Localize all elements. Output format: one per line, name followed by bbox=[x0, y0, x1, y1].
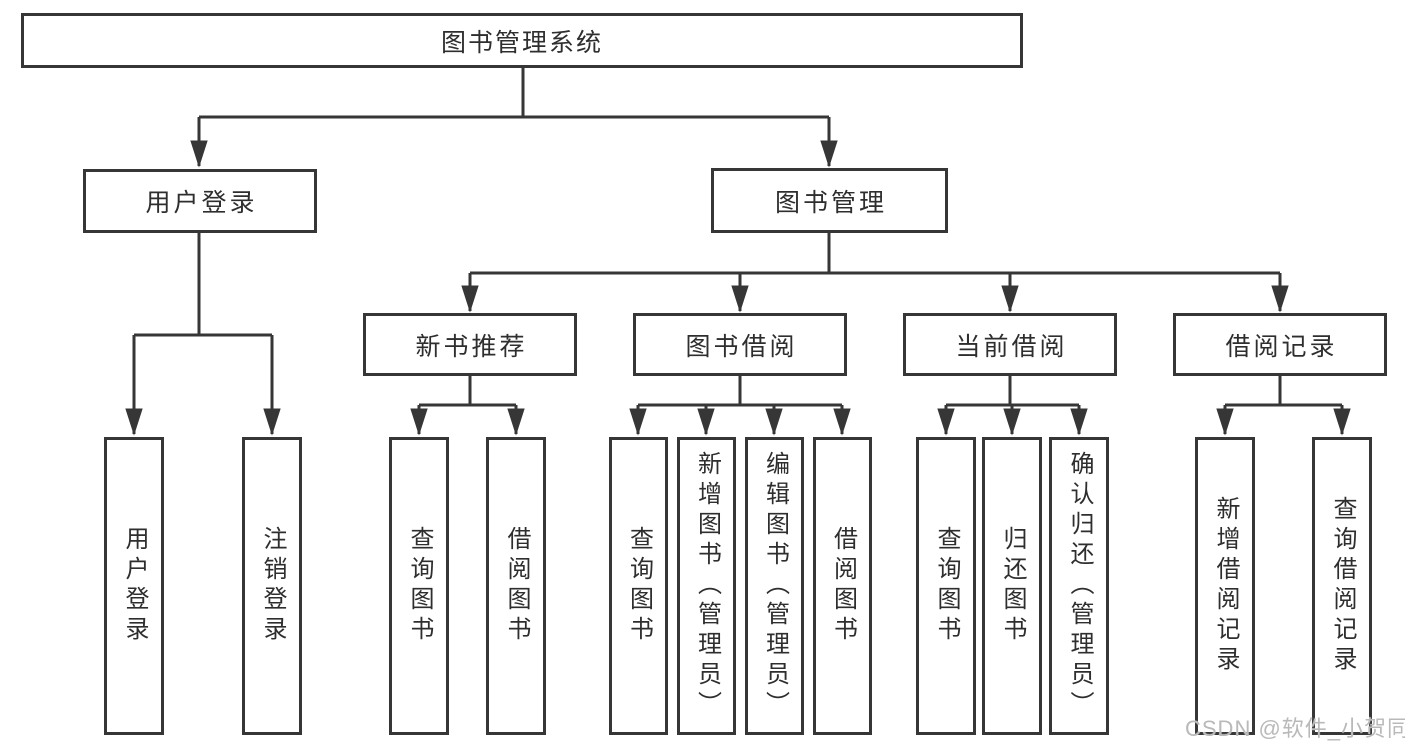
node-user-login-action: 用户登录 bbox=[104, 437, 164, 735]
node-book-borrowing: 图书借阅 bbox=[633, 313, 847, 376]
node-edit-books-admin: 编辑图书（管理员） bbox=[745, 437, 804, 735]
node-query-books-current: 查询图书 bbox=[916, 437, 976, 735]
node-logout-action: 注销登录 bbox=[242, 437, 302, 735]
node-user-login: 用户登录 bbox=[83, 169, 317, 233]
node-library-management-system: 图书管理系统 bbox=[21, 13, 1023, 68]
node-current-borrowing: 当前借阅 bbox=[903, 313, 1117, 376]
node-borrow-books-borrowing: 借阅图书 bbox=[813, 437, 872, 735]
node-confirm-return-admin: 确认归还（管理员） bbox=[1049, 437, 1109, 735]
node-query-books-recommend: 查询图书 bbox=[389, 437, 449, 735]
csdn-watermark: CSDN @软件_小贺同学 bbox=[1185, 716, 1405, 741]
node-book-management: 图书管理 bbox=[711, 168, 948, 233]
node-borrow-books-recommend: 借阅图书 bbox=[486, 437, 546, 735]
node-add-books-admin: 新增图书（管理员） bbox=[677, 437, 736, 735]
node-return-books: 归还图书 bbox=[982, 437, 1042, 735]
node-add-borrow-record: 新增借阅记录 bbox=[1195, 437, 1255, 735]
node-query-books-borrowing: 查询图书 bbox=[609, 437, 668, 735]
node-query-borrow-record: 查询借阅记录 bbox=[1312, 437, 1372, 735]
node-borrowing-records: 借阅记录 bbox=[1173, 313, 1387, 376]
node-new-book-recommendation: 新书推荐 bbox=[363, 313, 577, 376]
